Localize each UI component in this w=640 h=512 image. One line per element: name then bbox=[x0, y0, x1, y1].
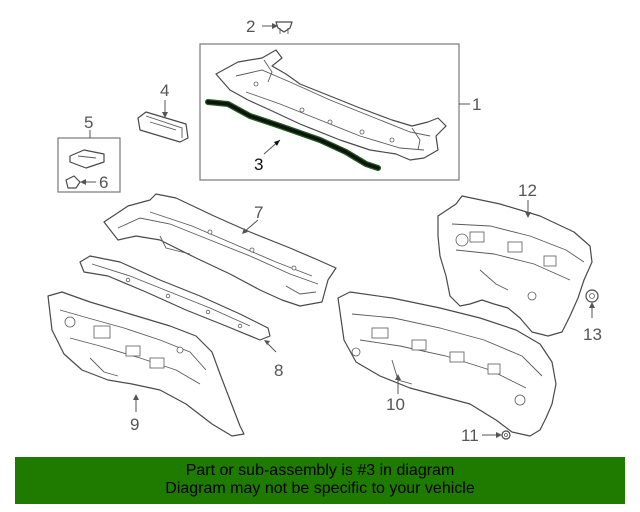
parts-diagram: 1 2 3 4 5 6 7 8 9 10 11 12 13 bbox=[47, 17, 602, 445]
dash-insulator-part-10[interactable] bbox=[337, 291, 557, 437]
part-12-arrowhead bbox=[525, 212, 531, 218]
dash-insulator-part-12[interactable] bbox=[437, 195, 593, 337]
clip-part-2[interactable] bbox=[275, 21, 293, 34]
part-7-arrowhead bbox=[242, 228, 248, 234]
part-2-arrowhead bbox=[272, 23, 278, 29]
part-6-arrowhead bbox=[80, 179, 86, 185]
part-3-arrowhead bbox=[274, 140, 280, 146]
grommet-part-13[interactable] bbox=[585, 289, 599, 303]
bracket-part-4[interactable] bbox=[137, 111, 189, 143]
callout-12: 12 bbox=[518, 181, 537, 200]
dash-insulator-part-9[interactable] bbox=[47, 291, 245, 437]
part-9-arrowhead bbox=[133, 394, 139, 400]
part-10-arrowhead bbox=[395, 374, 401, 380]
cowl-panel-part-1[interactable] bbox=[215, 49, 447, 161]
part-4-arrowhead bbox=[162, 112, 168, 118]
cross-member-part-8[interactable] bbox=[79, 255, 271, 341]
part-1-group-box bbox=[199, 43, 460, 181]
banner-line-disclaimer: Diagram may not be specific to your vehi… bbox=[165, 480, 475, 497]
info-banner: Part or sub-assembly is #3 in diagram Di… bbox=[15, 457, 625, 504]
callout-2: 2 bbox=[246, 17, 255, 36]
part-7-leader bbox=[243, 219, 259, 233]
part-13-arrowhead bbox=[589, 302, 595, 308]
callout-4: 4 bbox=[160, 81, 169, 100]
part-11-arrowhead bbox=[496, 432, 502, 438]
part-5-group-box bbox=[57, 137, 121, 193]
callout-5: 5 bbox=[84, 113, 93, 132]
banner-line-part: Part or sub-assembly is #3 in diagram bbox=[185, 462, 455, 479]
callout-8: 8 bbox=[274, 361, 283, 380]
callout-10: 10 bbox=[386, 395, 405, 414]
callout-11: 11 bbox=[461, 426, 479, 445]
clip-part-6[interactable] bbox=[65, 175, 81, 189]
callout-7: 7 bbox=[254, 203, 263, 222]
dash-upper-panel-part-7[interactable] bbox=[103, 193, 337, 307]
callout-6: 6 bbox=[99, 173, 108, 192]
callout-13: 13 bbox=[583, 325, 602, 344]
callout-1: 1 bbox=[472, 95, 481, 114]
pad-part-5[interactable] bbox=[69, 149, 105, 169]
part-8-arrowhead bbox=[264, 340, 270, 345]
callout-3: 3 bbox=[254, 155, 263, 174]
callout-9: 9 bbox=[130, 415, 139, 434]
clip-part-11[interactable] bbox=[501, 430, 511, 440]
seal-part-3[interactable] bbox=[205, 99, 381, 171]
